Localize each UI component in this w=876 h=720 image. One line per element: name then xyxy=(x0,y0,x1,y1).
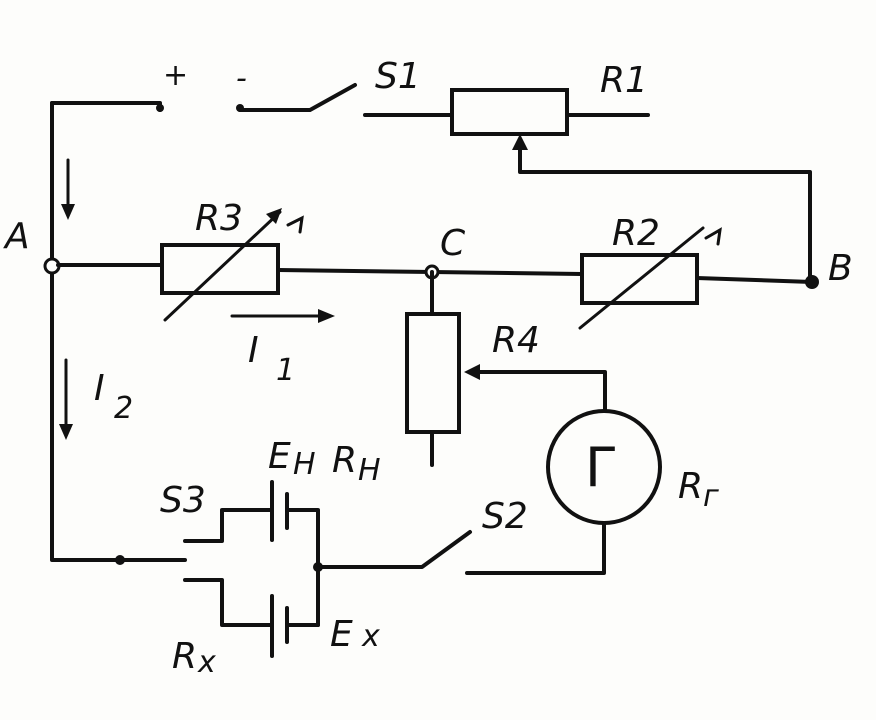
label-rn: R xyxy=(332,440,357,481)
label-node-c: C xyxy=(440,223,466,264)
label-rg: R xyxy=(678,466,703,507)
resistor-r1 xyxy=(450,88,569,136)
label-rx: R xyxy=(172,636,197,677)
current-i1-arrow xyxy=(230,309,335,323)
label-rg-sub: г xyxy=(703,479,719,514)
label-ex-sub: x xyxy=(361,619,380,654)
r3-variable-arrow xyxy=(163,208,304,322)
switch-s1-contacts xyxy=(156,104,244,112)
label-s3: S3 xyxy=(160,480,206,521)
label-rn-sub: H xyxy=(358,453,381,488)
left-rail xyxy=(50,101,187,562)
source-ex-symbol xyxy=(270,594,320,658)
source-en-symbol xyxy=(270,480,320,627)
label-r2: R2 xyxy=(612,213,660,254)
label-s1: S1 xyxy=(375,56,421,97)
label-r3: R3 xyxy=(195,198,243,239)
label-s2: S2 xyxy=(482,496,528,537)
label-rx-sub: x xyxy=(197,645,216,680)
switch-s2-wires xyxy=(313,530,472,572)
current-a-arrow xyxy=(61,158,75,220)
node-b-dot xyxy=(805,275,819,289)
switch-s3-wires xyxy=(183,508,274,627)
galvanometer-symbol: Г xyxy=(585,436,618,499)
label-ex: E xyxy=(330,614,353,655)
resistor-r4 xyxy=(405,312,461,434)
label-i2-sub: 2 xyxy=(114,391,133,426)
r1-slider-wire xyxy=(512,134,812,282)
label-en-sub: H xyxy=(293,447,316,482)
current-i2-arrow xyxy=(59,358,73,440)
galvanometer-bottom-wire xyxy=(465,521,606,575)
r4-slider-wire xyxy=(464,364,607,414)
polarity-minus: - xyxy=(236,61,247,96)
label-r1: R1 xyxy=(600,60,648,101)
label-i1: I xyxy=(248,330,259,371)
polarity-plus: + xyxy=(163,58,188,93)
label-node-b: B xyxy=(828,248,853,289)
label-i2: I xyxy=(94,368,105,409)
label-node-a: A xyxy=(3,216,30,257)
label-r4: R4 xyxy=(492,320,540,361)
label-en: E xyxy=(268,436,291,477)
r2-variable-arrow xyxy=(578,226,722,330)
label-i1-sub: 1 xyxy=(276,353,295,388)
